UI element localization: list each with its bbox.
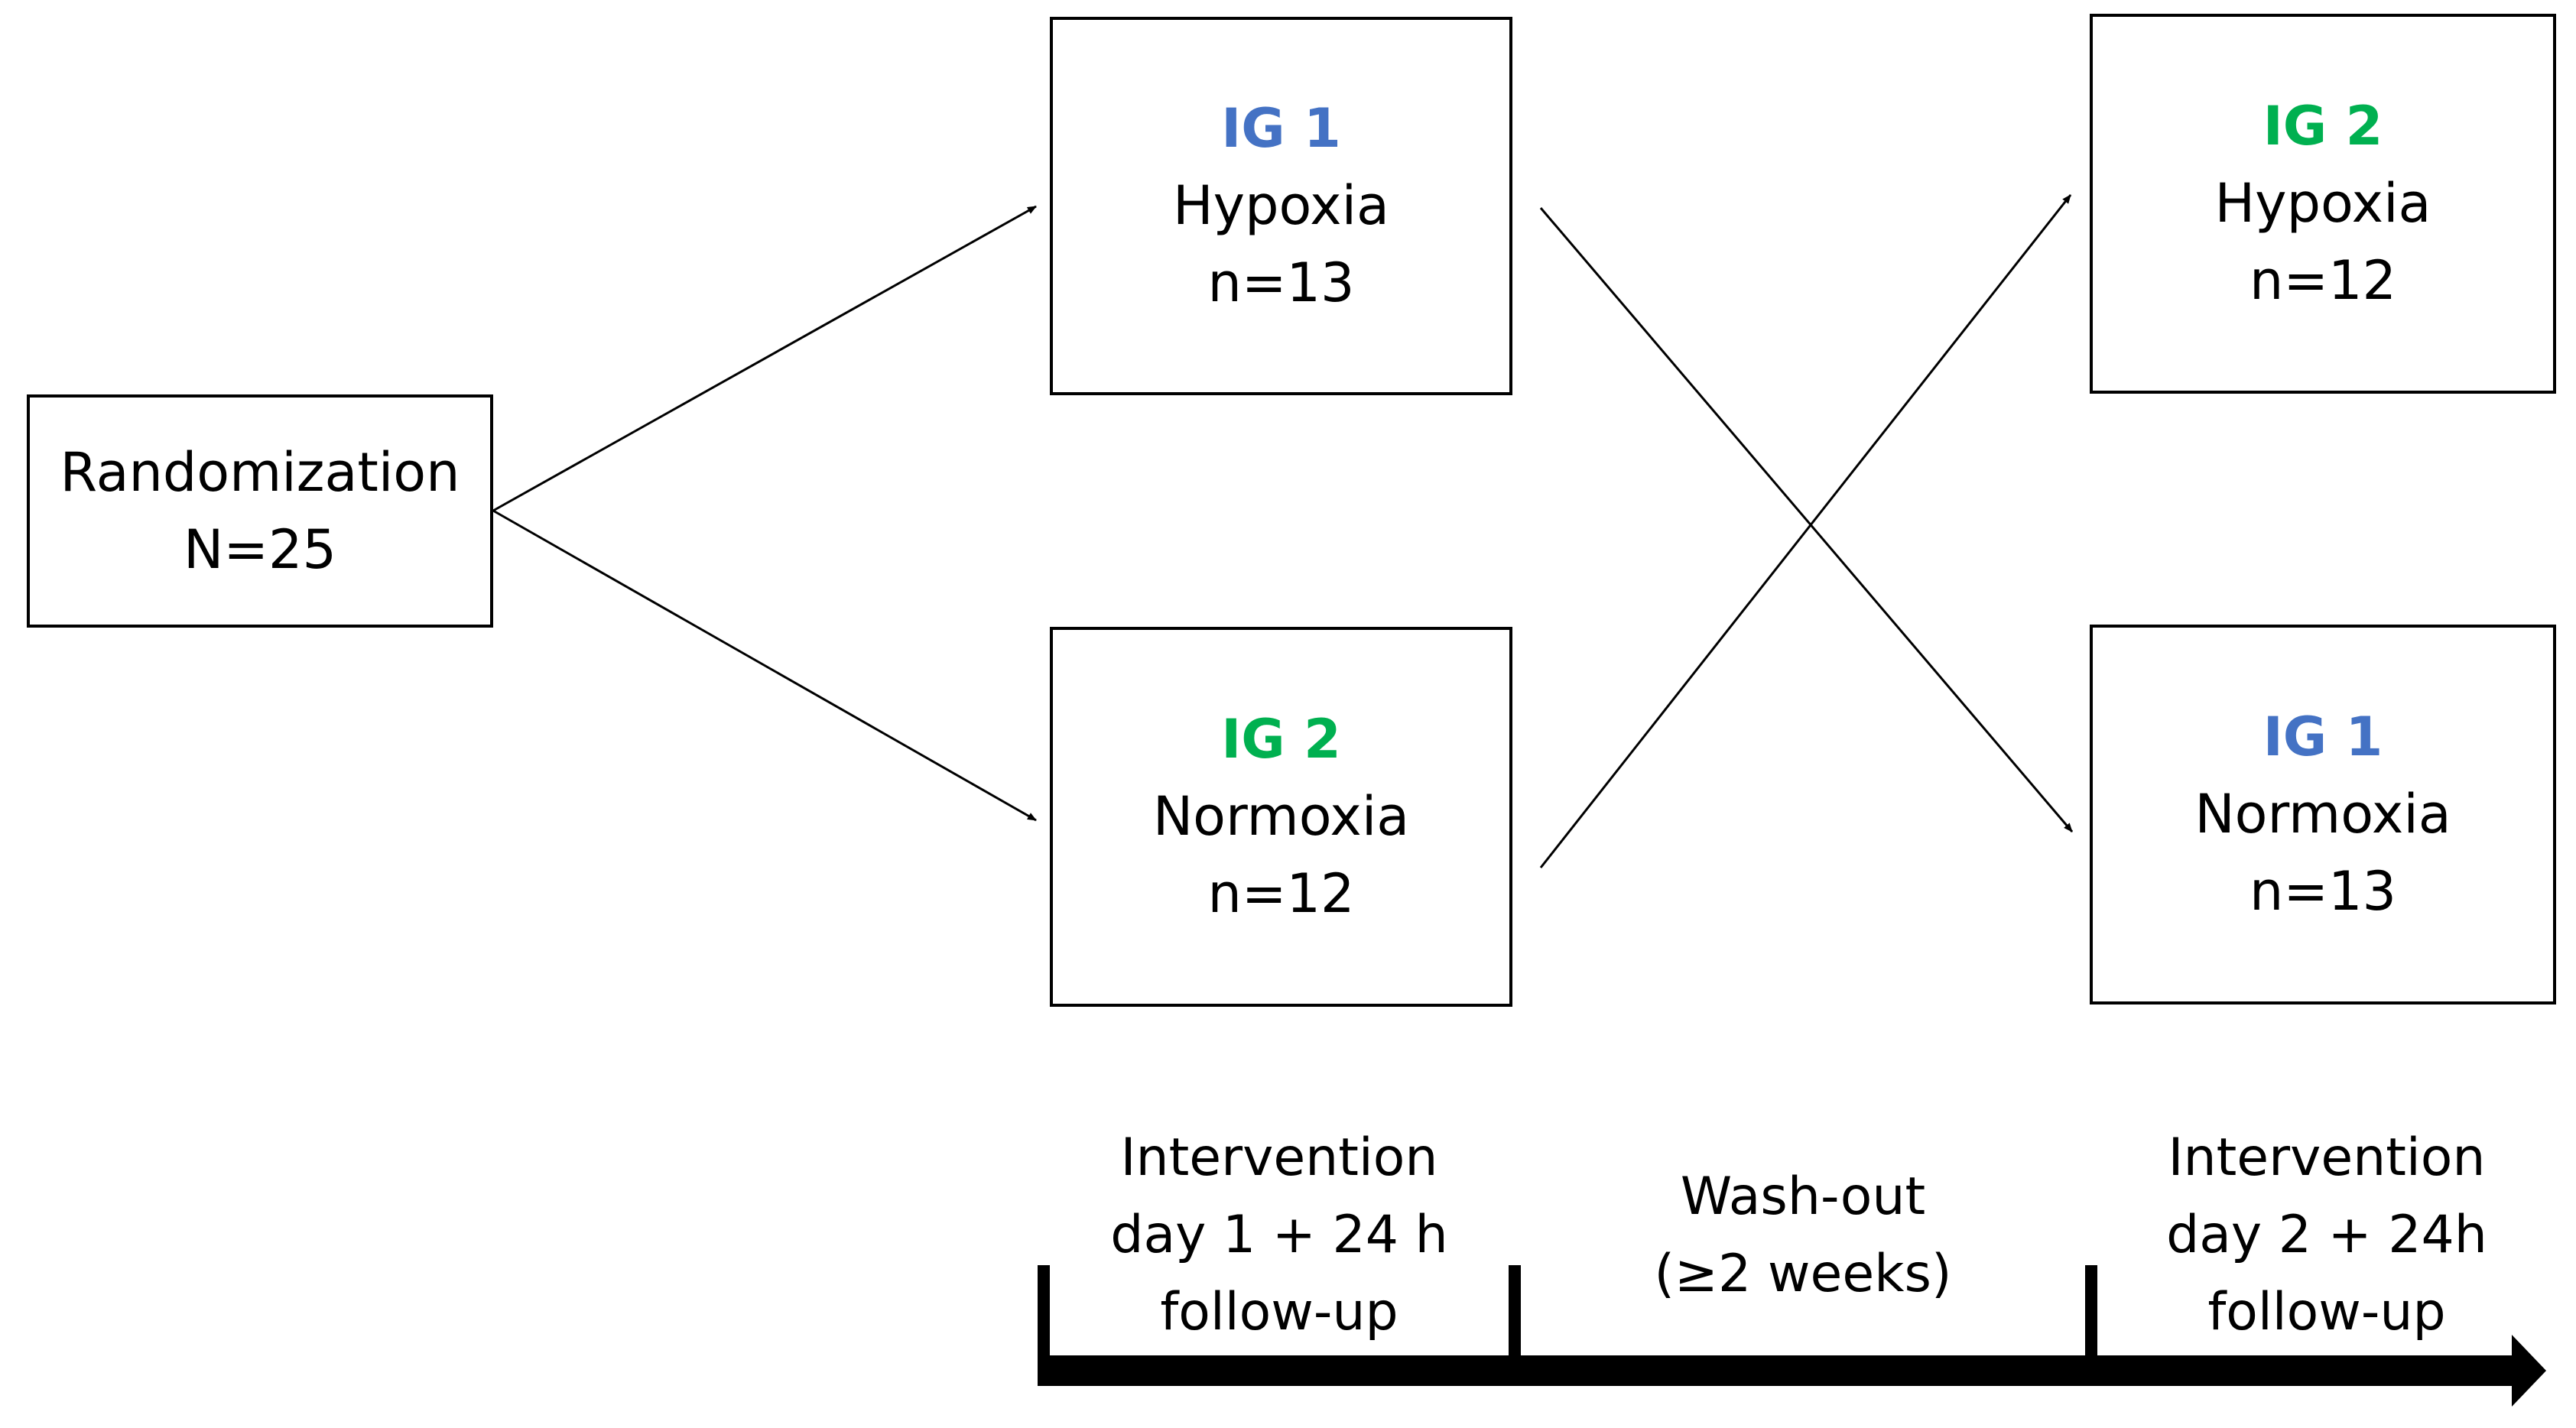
- period2-bottom-condition: Normoxia: [2194, 783, 2451, 845]
- randomization-count: N=25: [183, 518, 337, 581]
- period1-bottom-box: IG 2 Normoxia n=12: [1050, 627, 1512, 1007]
- period1-bottom-condition: Normoxia: [1152, 785, 1410, 848]
- period2-top-box: IG 2 Hypoxia n=12: [2090, 14, 2556, 394]
- period2-bottom-count: n=13: [2249, 860, 2397, 923]
- arrow-ig1-crossover-to-normoxia: [1539, 207, 2074, 832]
- period2-bottom-box: IG 1 Normoxia n=13: [2090, 625, 2556, 1004]
- washout-line-1: Wash-out: [1680, 1167, 1926, 1227]
- timeline-phase2-label: Intervention day 2 + 24h follow-up: [2097, 1119, 2556, 1351]
- timeline-arrowhead: [2512, 1335, 2546, 1407]
- period1-top-count: n=13: [1207, 252, 1355, 314]
- phase2-line-1: Intervention: [2168, 1128, 2486, 1188]
- period2-top-condition: Hypoxia: [2214, 172, 2431, 235]
- arrow-ig2-crossover-to-hypoxia: [1539, 194, 2072, 868]
- period1-top-group-label: IG 1: [1221, 97, 1341, 160]
- period2-top-group-label: IG 2: [2263, 95, 2383, 157]
- period1-top-box: IG 1 Hypoxia n=13: [1050, 17, 1512, 395]
- timeline-tick-washout-end: [2085, 1265, 2097, 1361]
- phase1-line-1: Intervention: [1120, 1128, 1438, 1188]
- timeline-phase1-label: Intervention day 1 + 24 h follow-up: [1050, 1119, 1509, 1351]
- phase1-line-3: follow-up: [1160, 1282, 1398, 1342]
- phase1-line-2: day 1 + 24 h: [1110, 1205, 1448, 1265]
- randomization-title: Randomization: [60, 440, 460, 504]
- phase2-line-2: day 2 + 24h: [2166, 1205, 2487, 1265]
- period1-bottom-group-label: IG 2: [1221, 708, 1341, 771]
- timeline-tick-start: [1038, 1265, 1050, 1386]
- period2-top-count: n=12: [2249, 249, 2397, 312]
- arrow-randomization-to-ig2-normoxia: [492, 509, 1037, 822]
- timeline-tick-washout-start: [1509, 1265, 1521, 1361]
- phase2-line-3: follow-up: [2207, 1282, 2446, 1342]
- washout-line-2: (≥2 weeks): [1654, 1244, 1952, 1304]
- period2-bottom-group-label: IG 1: [2263, 706, 2383, 768]
- timeline-washout-label: Wash-out (≥2 weeks): [1521, 1158, 2085, 1313]
- timeline-bar: [1038, 1355, 2531, 1386]
- arrow-randomization-to-ig1-hypoxia: [492, 205, 1037, 512]
- period1-bottom-count: n=12: [1207, 862, 1355, 925]
- period1-top-condition: Hypoxia: [1173, 174, 1389, 237]
- randomization-box: Randomization N=25: [27, 394, 493, 628]
